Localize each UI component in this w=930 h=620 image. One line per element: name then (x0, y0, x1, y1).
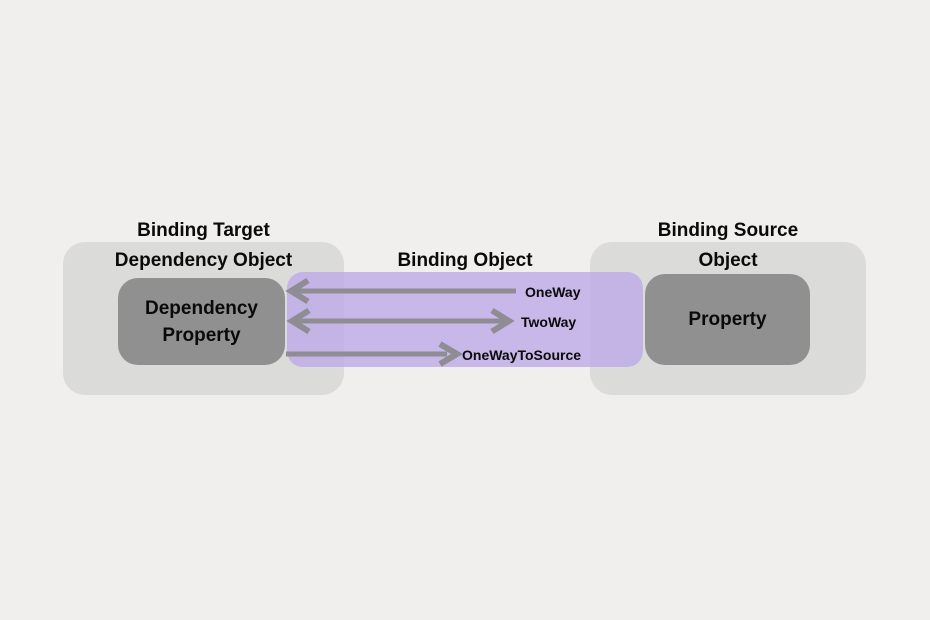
dependency-property-box: Dependency Property (118, 278, 285, 365)
binding-mode-label-twoway: TwoWay (521, 314, 577, 330)
binding-mode-label-oneway: OneWay (525, 284, 581, 300)
property-box: Property (645, 274, 810, 365)
binding-mode-label-onewaytosource: OneWayToSource (462, 347, 582, 363)
dependency-object-label: Dependency Object (114, 250, 293, 271)
property-label: Property (688, 309, 767, 330)
binding-target-title: Binding Target (137, 220, 270, 241)
object-label: Object (698, 250, 758, 271)
binding-object-title: Binding Object (397, 250, 533, 271)
dependency-property-label: Dependency Property (145, 297, 258, 346)
binding-source-title: Binding Source (657, 220, 799, 241)
